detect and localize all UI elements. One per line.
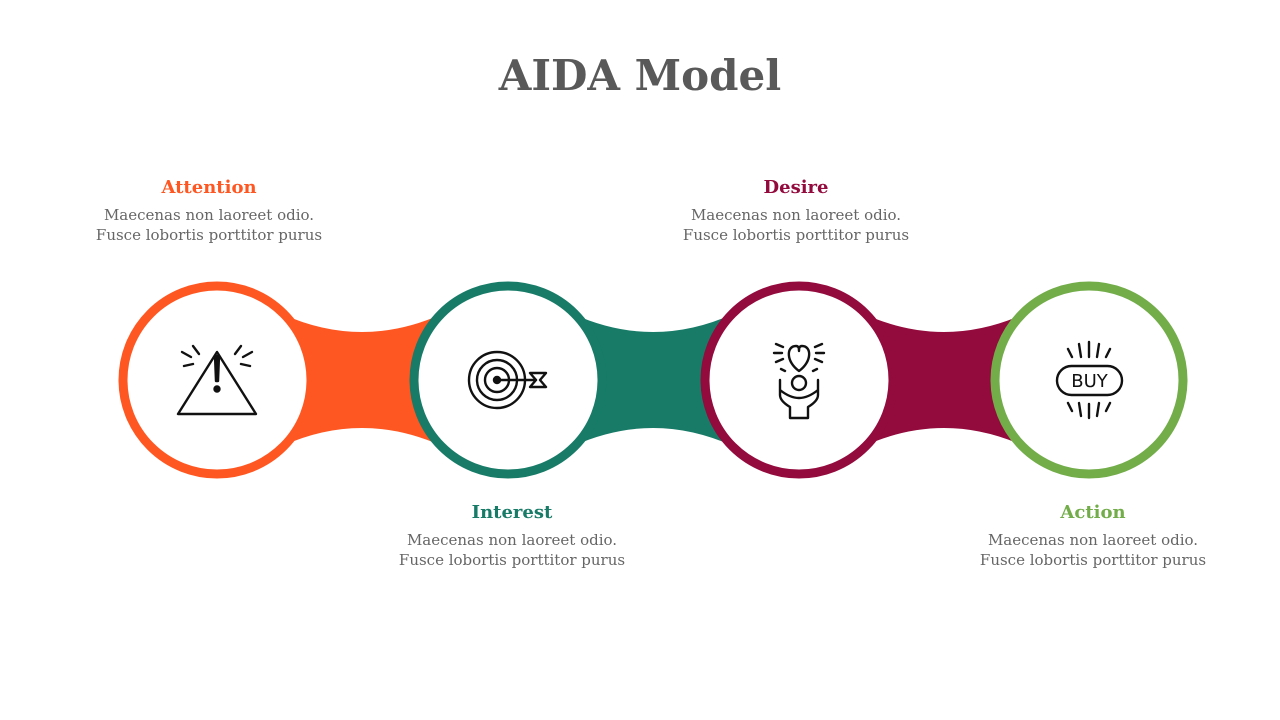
stage-heading-desire: Desire [763,177,829,198]
slide-title: AIDA Model [498,51,782,100]
stage-label-attention: Attention Maecenas non laoreet odio. Fus… [89,176,329,245]
stage-label-desire: Desire Maecenas non laoreet odio. Fusce … [676,176,916,245]
stage-description-action: Maecenas non laoreet odio. Fusce loborti… [979,531,1207,569]
connector-desire-action [864,314,1024,446]
target-arrow-icon [467,350,548,410]
stage-label-interest: Interest Maecenas non laoreet odio. Fusc… [392,501,632,570]
stage-circle-desire [700,281,898,479]
buy-button-icon-label: BUY [1071,371,1109,392]
buy-button-icon [1055,340,1124,420]
warning-triangle-icon [176,344,258,416]
stage-label-action: Action Maecenas non laoreet odio. Fusce … [973,501,1213,570]
heart-hands-icon [772,342,826,420]
stage-description-desire: Maecenas non laoreet odio. Fusce loborti… [682,206,910,244]
connector-attention-interest [282,314,442,446]
stage-heading-attention: Attention [161,177,257,198]
connector-interest-desire [573,314,733,446]
stage-heading-action: Action [1060,502,1126,523]
stage-circle-action [990,281,1188,479]
stage-description-interest: Maecenas non laoreet odio. Fusce loborti… [398,531,626,569]
stage-heading-interest: Interest [471,502,553,523]
stage-description-attention: Maecenas non laoreet odio. Fusce loborti… [95,206,323,244]
